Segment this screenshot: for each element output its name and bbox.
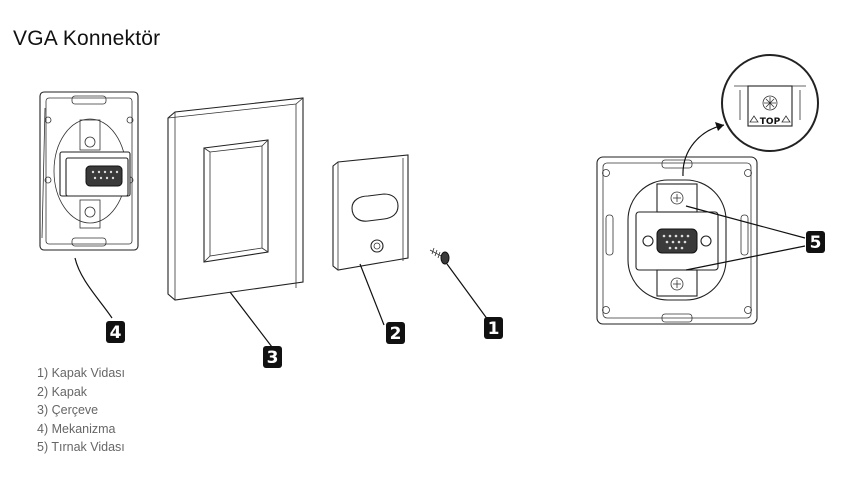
frame-illustration [167, 97, 304, 301]
badge-1: 1 [484, 317, 503, 339]
zoom-top-label: TOP [760, 117, 781, 127]
callout-line-3 [229, 291, 273, 348]
legend-item-frame: 3) Çerçeve [37, 403, 99, 417]
zoom-detail-circle: TOP [721, 54, 819, 152]
mechanism-illustration [39, 91, 139, 251]
callout-line-4 [74, 257, 113, 319]
callout-line-2 [359, 263, 385, 326]
mechanism-front-view [596, 156, 758, 325]
svg-text:4: 4 [110, 323, 122, 343]
cover-screw-illustration [429, 247, 450, 265]
legend-item-claw-screw: 5) Tırnak Vidası [37, 440, 125, 454]
legend-item-mechanism: 4) Mekanizma [37, 421, 116, 436]
zoom-arrowhead [715, 122, 724, 131]
page-title: VGA Konnektör [13, 27, 161, 50]
callout-line-5a [685, 205, 806, 239]
callout-line-1 [446, 263, 489, 321]
badge-2: 2 [386, 322, 405, 344]
cover-illustration [332, 154, 409, 271]
callout-line-5b [685, 245, 806, 271]
legend-item-cover-screw: 1) Kapak Vidası [37, 366, 126, 380]
svg-text:2: 2 [390, 324, 402, 344]
svg-text:3: 3 [267, 348, 279, 368]
parts-legend: 1) Kapak Vidası 2) Kapak 3) Çerçeve 4) M… [37, 364, 125, 457]
badge-3: 3 [263, 346, 282, 368]
svg-text:1: 1 [488, 319, 500, 339]
svg-text:5: 5 [810, 233, 822, 253]
badge-5: 5 [806, 231, 825, 253]
legend-item-cover: 2) Kapak [37, 384, 88, 399]
badge-4: 4 [106, 321, 125, 343]
